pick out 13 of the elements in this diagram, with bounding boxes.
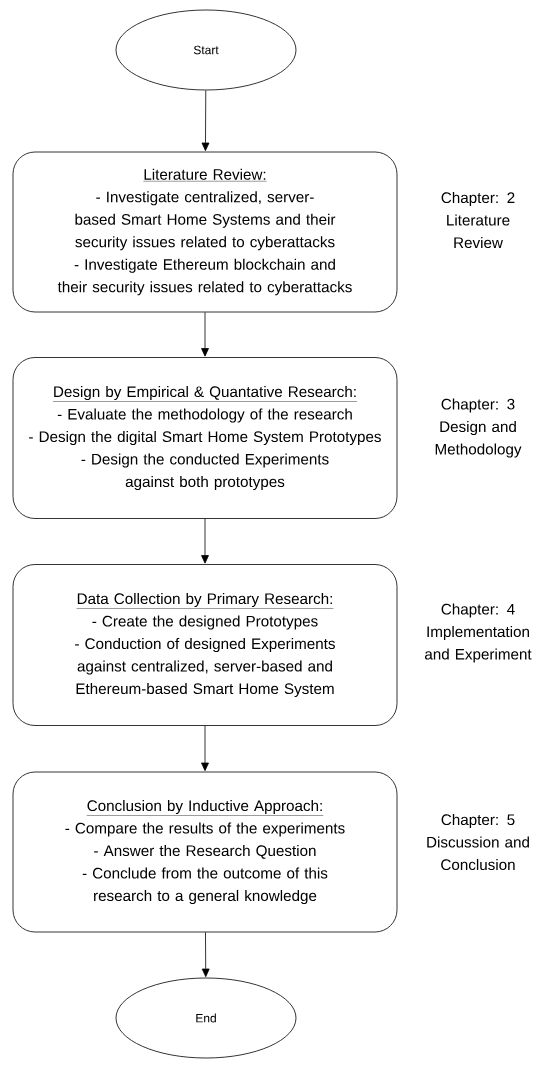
process-box: Literature Review: - Investigate centralized, server-based Smart Home Systems and their security issues related to cyberattacks - Investigate Ethereum blockchain and their security issues related to cyberattacks — [12, 151, 398, 313]
process-box: Design by Empirical & Quantative Research: - Evaluate the methodology of the research - Design the digital Smart Home System Prototypes - Design the conducted Experiments against both prototypes — [12, 357, 398, 519]
chapter-label: Chapter: 2 Literature Review — [441, 191, 515, 249]
chapter-label: Chapter: 5 Discussion and Conclusion — [427, 813, 529, 871]
arrow — [201, 312, 209, 357]
chapter-label: Chapter: 3 Design and Methodology — [435, 398, 522, 458]
arrow — [201, 90, 210, 151]
process-box: Conclusion by Inductive Approach: - Compare the results of the experiments - Answer the Research Question - Conclude from the outcome of this research to a general knowledge — [12, 771, 398, 933]
process-box: Data Collection by Primary Research: - Create the designed Prototypes - Conduction of designed Experiments against centralized, server-based and Ethereum-based Smart Home System — [12, 564, 398, 726]
arrow — [201, 518, 209, 564]
arrow — [201, 725, 209, 772]
chapter-label: Chapter: 4 Implementation and Experiment — [425, 603, 532, 663]
arrow — [201, 932, 210, 978]
